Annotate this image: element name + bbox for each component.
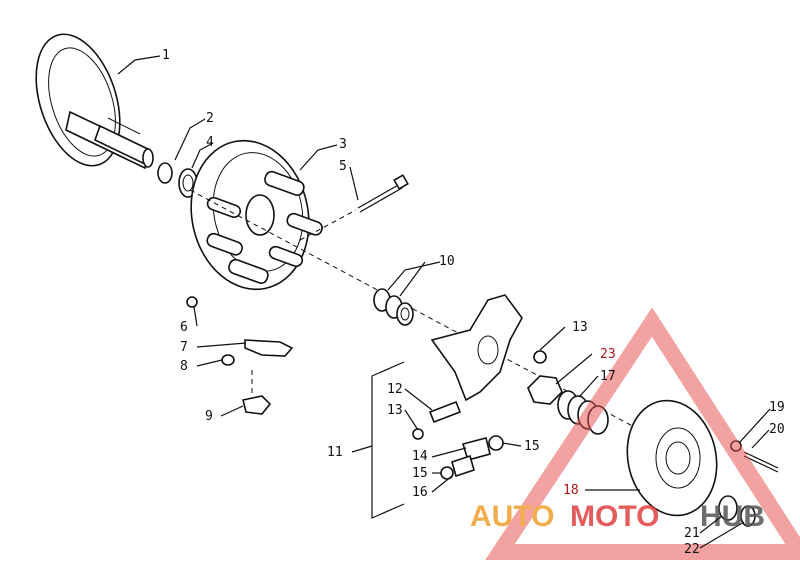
callout-13b: 13 [572, 320, 588, 335]
callout-7: 7 [180, 340, 188, 355]
callout-11: 11 [327, 445, 343, 460]
part-10-washers [373, 288, 414, 326]
callout-22: 22 [684, 542, 700, 557]
leader-lines [117, 55, 771, 549]
bracket-11 [371, 361, 405, 519]
part-2-4-bushing [157, 162, 198, 198]
callout-21: 21 [684, 526, 700, 541]
watermark-logo: AUTO MOTO HUB [470, 307, 800, 560]
part-12-16-rollers [412, 350, 547, 480]
callout-numbers: 1 2 4 3 5 10 6 7 8 9 11 12 13 13 14 15 1… [162, 48, 785, 557]
callout-14: 14 [412, 449, 428, 464]
part-6-nut [186, 296, 198, 308]
watermark-word-hub: HUB [700, 500, 765, 533]
part-5-bolt [299, 174, 409, 241]
callout-2: 2 [206, 111, 214, 126]
callout-9: 9 [205, 409, 213, 424]
callout-15b: 15 [412, 466, 428, 481]
watermark-word-moto: MOTO [570, 500, 659, 533]
part-11-spider [430, 294, 523, 402]
part-3-movable-sheave [190, 139, 323, 291]
callout-5: 5 [339, 159, 347, 174]
part-18-cover [626, 399, 718, 517]
callout-4: 4 [206, 135, 214, 150]
callout-8: 8 [180, 359, 188, 374]
callout-15a: 15 [524, 439, 540, 454]
part-1-fixed-sheave [35, 33, 154, 170]
callout-18: 18 [563, 483, 579, 498]
part-21-22-bushing [718, 495, 756, 527]
part-9-clip [242, 370, 272, 415]
assembly-axis [189, 189, 641, 431]
callout-3: 3 [339, 137, 347, 152]
callout-19: 19 [769, 400, 785, 415]
callout-16: 16 [412, 485, 428, 500]
callout-13a: 13 [387, 403, 403, 418]
callout-23: 23 [600, 347, 616, 362]
part-23-nut [527, 375, 563, 405]
callout-6: 6 [180, 320, 188, 335]
watermark-word-auto: AUTO [470, 500, 554, 533]
callout-12: 12 [387, 382, 403, 397]
callout-1: 1 [162, 48, 170, 63]
watermark-triangle-icon [485, 307, 800, 560]
callout-17: 17 [600, 369, 616, 384]
part-7-8-weight [221, 339, 294, 366]
callout-20: 20 [769, 422, 785, 437]
callout-10: 10 [439, 254, 455, 269]
